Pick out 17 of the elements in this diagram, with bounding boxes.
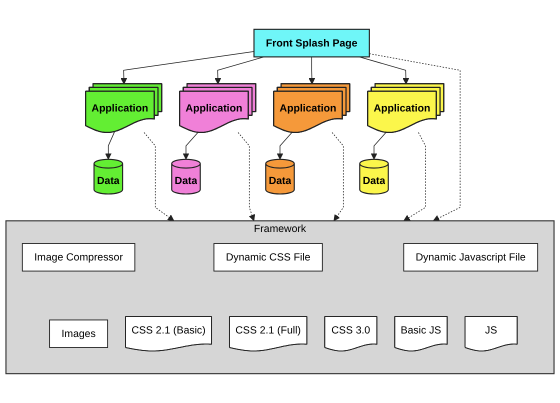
arrow <box>368 53 461 222</box>
node-box: Dynamic CSS File <box>213 243 323 272</box>
node-box: Image Compressor <box>22 243 136 272</box>
node-box: Images <box>49 320 108 348</box>
arrow <box>144 132 174 222</box>
arrow <box>105 132 115 160</box>
arrow <box>276 132 292 160</box>
arrow <box>214 56 264 84</box>
arrow <box>370 132 386 160</box>
node-box: Front Splash Page <box>253 28 370 58</box>
arrow <box>403 132 426 222</box>
arrow <box>308 56 316 84</box>
arrow <box>120 51 254 84</box>
node-box: Dynamic Javascript File <box>403 243 538 272</box>
arrow <box>182 132 198 160</box>
arrow <box>238 132 256 222</box>
arrow <box>332 132 344 222</box>
